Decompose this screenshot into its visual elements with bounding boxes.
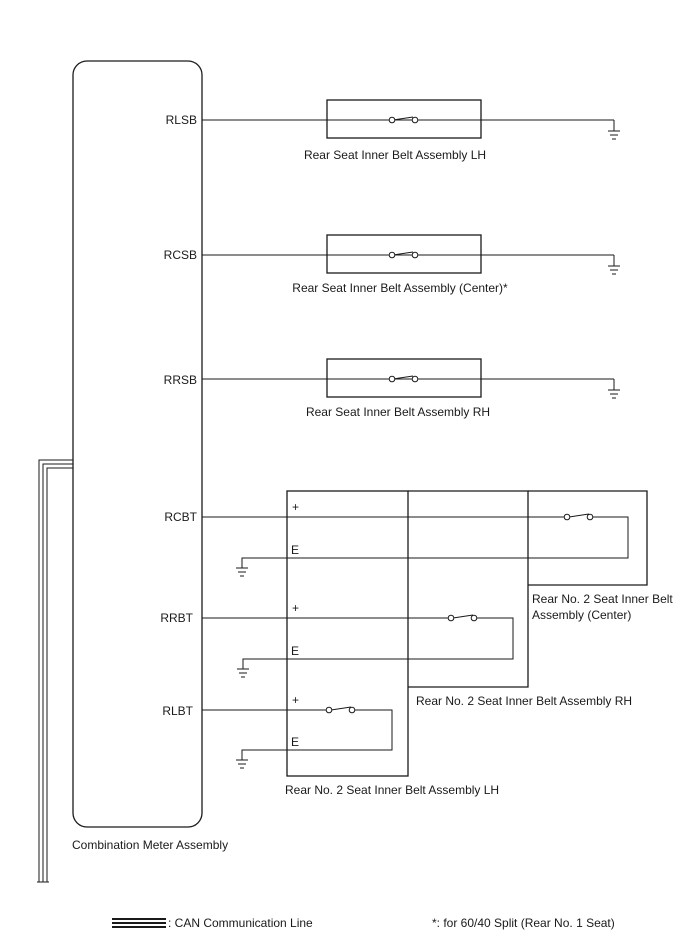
rcbt-plus-pin: +	[292, 500, 299, 514]
can-communication-line	[37, 459, 73, 883]
rear-seat-belt-lh-label: Rear Seat Inner Belt Assembly LH	[304, 148, 486, 162]
ground-symbol-icon	[237, 668, 249, 678]
no2-seat-belt-lh-box	[286, 490, 409, 777]
ground-symbol-icon	[236, 759, 248, 769]
rear-seat-belt-rh-box	[326, 358, 482, 398]
combination-meter-box	[72, 60, 203, 828]
rrbt-circuit: RRBT + E	[160, 601, 514, 678]
no2-seat-belt-rh-box	[408, 490, 529, 688]
no2-seat-belt-center-box	[528, 490, 648, 586]
can-line-legend-symbol	[112, 918, 166, 928]
no2-seat-belt-lh-label: Rear No. 2 Seat Inner Belt Assembly LH	[285, 783, 499, 797]
terminal-rrbt: RRBT	[160, 611, 193, 625]
split-seat-footnote: *: for 60/40 Split (Rear No. 1 Seat)	[432, 916, 615, 930]
ground-symbol-icon	[608, 130, 620, 140]
ground-symbol-icon	[608, 389, 620, 399]
rcbt-e-pin: E	[291, 543, 299, 557]
ground-symbol-icon	[236, 567, 248, 577]
legend: : CAN Communication Line *: for 60/40 Sp…	[112, 916, 615, 930]
rear-seat-belt-center-box	[326, 234, 482, 274]
rlbt-circuit: RLBT + E	[162, 693, 393, 769]
rcbt-circuit: RCBT + E	[164, 500, 629, 577]
combination-meter-label: Combination Meter Assembly	[72, 838, 228, 852]
rlbt-plus-pin: +	[292, 693, 299, 707]
rrsb-circuit: RRSB Rear Seat Inner Belt Assembly RH	[164, 358, 620, 419]
rlbt-e-pin: E	[291, 735, 299, 749]
ground-symbol-icon	[608, 265, 620, 275]
terminal-rlbt: RLBT	[162, 704, 193, 718]
rear-seat-belt-center-label: Rear Seat Inner Belt Assembly (Center)*	[292, 281, 508, 295]
no2-seat-belt-center-label-1: Rear No. 2 Seat Inner Belt	[532, 592, 673, 606]
can-line-legend-label: : CAN Communication Line	[168, 916, 313, 930]
terminal-rlsb: RLSB	[166, 113, 197, 127]
rrbt-e-pin: E	[291, 644, 299, 658]
rrbt-plus-pin: +	[292, 601, 299, 615]
terminal-rrsb: RRSB	[164, 373, 197, 387]
terminal-rcbt: RCBT	[164, 510, 197, 524]
no2-seat-belt-rh-label: Rear No. 2 Seat Inner Belt Assembly RH	[416, 694, 632, 708]
no2-seat-belt-center-label-2: Assembly (Center)	[532, 608, 631, 622]
rear-seat-belt-rh-label: Rear Seat Inner Belt Assembly RH	[306, 405, 490, 419]
rlsb-circuit: RLSB Rear Seat Inner Belt Assembly LH	[166, 99, 620, 162]
rcsb-circuit: RCSB Rear Seat Inner Belt Assembly (Cent…	[164, 234, 620, 295]
terminal-rcsb: RCSB	[164, 248, 197, 262]
rear-seat-belt-lh-box	[326, 99, 482, 139]
